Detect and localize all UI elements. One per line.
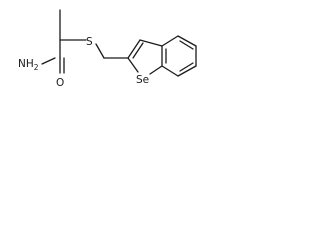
atom-label-nh2-subscript: 2 [34,63,39,72]
bond-amide-c-n [41,57,56,65]
atom-label-selenium: Se [136,74,149,86]
chemical-structure-diagram: NH2 O S Se [18,9,197,89]
bond-benzene-2 [177,35,197,47]
atom-label-sulfur: S [86,36,93,48]
atom-labels: NH2 O S Se [18,36,149,89]
atom-label-nh2: NH2 [18,58,39,72]
bond-sulfur-ch2 [95,43,105,59]
bond-benzene-4 [177,65,197,77]
atom-label-nh2-main: NH [18,58,34,70]
bond-c7a-se [149,65,163,75]
bond-benzene-5 [161,65,179,77]
bond-benzene-inner-1 [179,40,194,50]
bond-c2-se [127,57,139,73]
bond-lines [41,9,197,77]
bond-benzene-1 [161,35,179,47]
bond-c2-c3-inner [132,42,144,59]
atom-label-oxygen: O [56,77,64,89]
bond-c2-c3 [127,39,141,59]
bond-c3-c3a [139,39,163,47]
bond-benzene-inner-2 [179,62,194,72]
